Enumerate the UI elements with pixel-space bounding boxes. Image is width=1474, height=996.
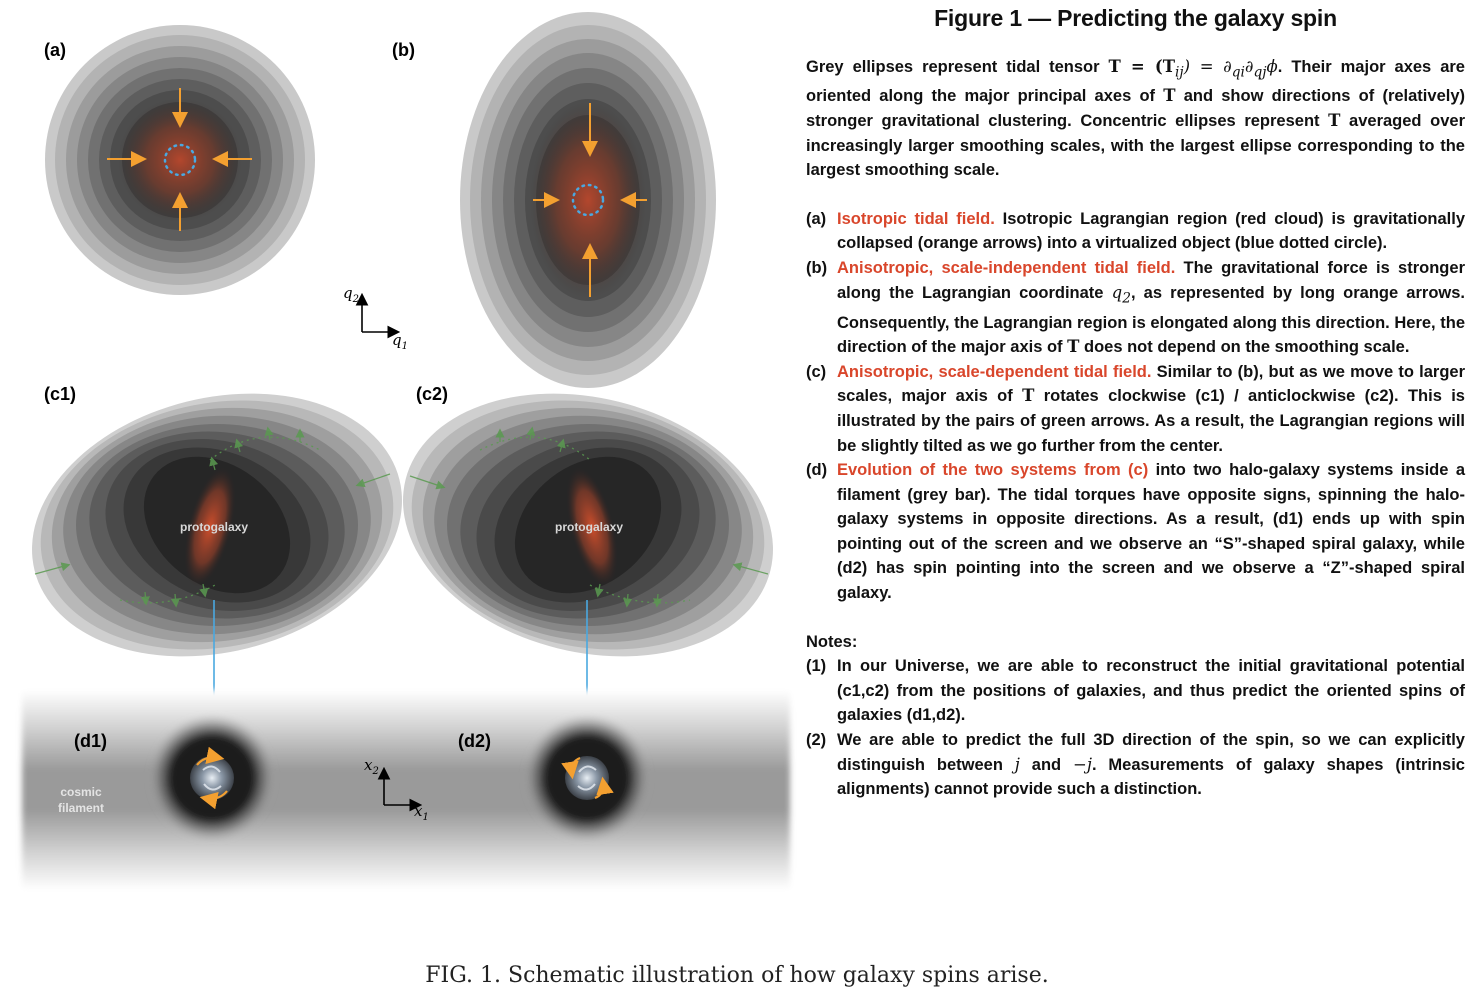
- red-cloud-a: [118, 98, 242, 222]
- panel-b-anisotropic: [460, 12, 716, 388]
- axis-x2-label: x: [364, 756, 373, 774]
- panel-label-c1: (c1): [44, 384, 77, 404]
- blue-dotted-circle-b: [571, 183, 605, 217]
- svg-text:x1: x1: [414, 802, 429, 823]
- protogalaxy-label-c2: protogalaxy: [555, 520, 623, 534]
- orange-arrows-b: [533, 103, 647, 297]
- green-arrows-c2: [409, 426, 769, 608]
- panel-label-d1: (d1): [74, 731, 107, 751]
- halo-d1: [148, 714, 276, 842]
- intro-paragraph: Grey ellipses represent tidal tensor T =…: [806, 56, 1465, 180]
- protogalaxy-label-c1: protogalaxy: [180, 520, 248, 534]
- cosmic-label-line1: cosmic: [60, 785, 102, 799]
- axes-x: x2 x1: [364, 756, 429, 823]
- panel-label-c2: (c2): [416, 384, 449, 404]
- panel-a-isotropic: [45, 25, 315, 295]
- note-item-1: (1) In our Universe, we are able to reco…: [806, 657, 1465, 725]
- figure-title: Figure 1 — Predicting the galaxy spin: [934, 5, 1337, 31]
- note-item-2: (2) We are able to predict the full 3D d…: [806, 731, 1465, 799]
- spiral-galaxy-d1: [190, 756, 234, 800]
- panel-c1: protogalaxy: [32, 393, 402, 657]
- halo-d2: [523, 714, 651, 842]
- svg-text:q2: q2: [343, 284, 359, 305]
- item-d-heading: Evolution of the two systems from (c): [837, 461, 1149, 480]
- panel-label-b: (b): [392, 40, 415, 60]
- axis-x1-label: x: [414, 802, 423, 820]
- spin-arrows-d1: [196, 746, 228, 810]
- figure-illustration: q2 q1 protogalaxy: [22, 12, 790, 890]
- list-item-b: (b) Anisotropic, scale-independent tidal…: [806, 259, 1466, 357]
- red-cloud-c2: [565, 466, 619, 588]
- list-item-a: (a) Isotropic tidal field. Isotropic Lag…: [806, 209, 1465, 253]
- item-b-heading: Anisotropic, scale-independent tidal fie…: [837, 259, 1176, 278]
- item-a-heading: Isotropic tidal field.: [837, 209, 995, 228]
- notes-heading: Notes:: [806, 632, 858, 651]
- tidal-ellipses-c2: [403, 393, 773, 657]
- cosmic-filament: [22, 690, 790, 890]
- red-cloud-c1: [183, 466, 237, 588]
- blue-dotted-circle-a: [163, 143, 197, 177]
- item-c-heading: Anisotropic, scale-dependent tidal field…: [837, 362, 1152, 381]
- axis-q1-label: q: [392, 331, 402, 349]
- figure-description: Figure 1 — Predicting the galaxy spin Gr…: [806, 0, 1465, 802]
- green-arrows-c1: [34, 426, 391, 608]
- panel-label-d2: (d2): [458, 731, 491, 751]
- svg-text:q1: q1: [392, 331, 408, 352]
- figure-svg: q2 q1 protogalaxy: [22, 12, 790, 890]
- spiral-galaxy-d2: [565, 756, 609, 800]
- panel-label-a: (a): [44, 40, 66, 60]
- red-cloud-b: [530, 102, 646, 298]
- orange-arrows-a: [107, 88, 252, 231]
- cosmic-label-line2: filament: [58, 801, 104, 815]
- svg-text:x2: x2: [364, 756, 379, 777]
- axes-q: q2 q1: [343, 284, 408, 352]
- figure-caption: FIG. 1. Schematic illustration of how ga…: [425, 963, 1049, 988]
- panel-c2: protogalaxy: [403, 393, 773, 657]
- list-item-d: (d) Evolution of the two systems from (c…: [806, 461, 1465, 603]
- list-item-c: (c) Anisotropic, scale-dependent tidal f…: [806, 362, 1466, 455]
- axis-q2-label: q: [343, 284, 353, 302]
- spin-arrows-d2: [561, 756, 614, 800]
